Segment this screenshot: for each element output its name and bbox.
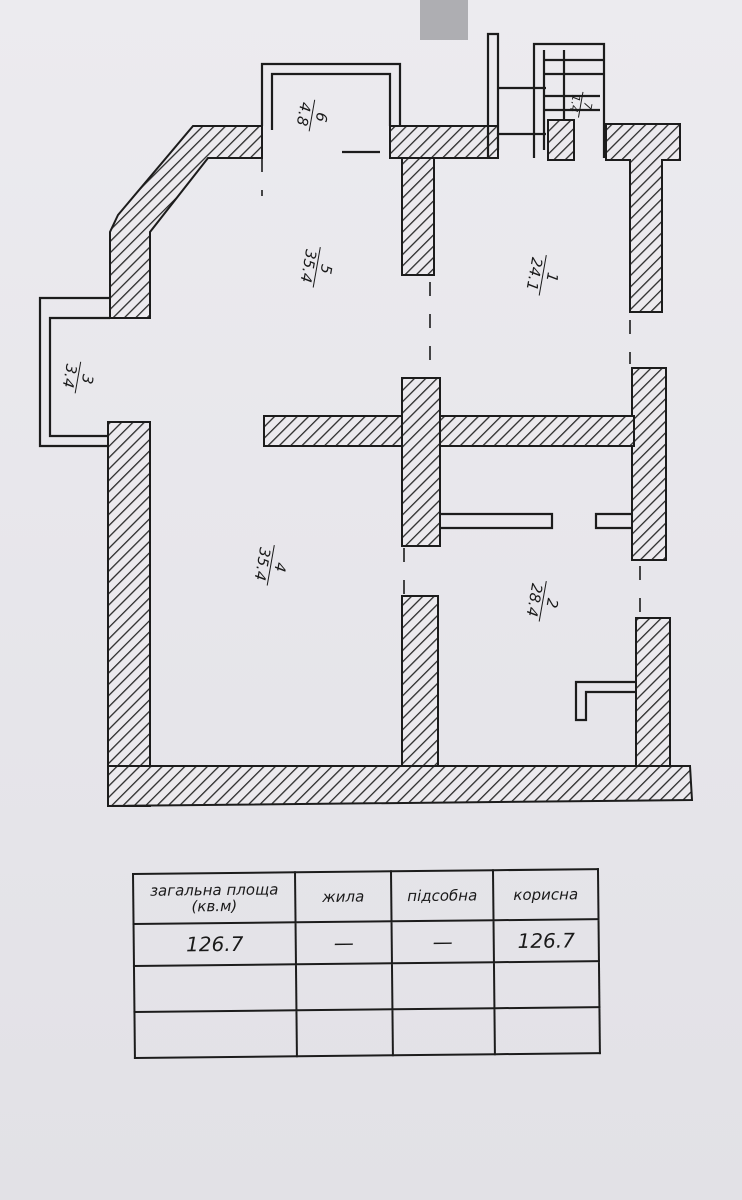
- wall-south: [107, 765, 694, 808]
- table-cell: [493, 961, 600, 1009]
- partition-stub: [594, 512, 632, 530]
- partition-stub: [440, 512, 554, 530]
- wall-northwest-diagonal: [109, 125, 263, 319]
- table-row: 126.7 — — 126.7: [133, 919, 599, 966]
- wall-interior-column: [401, 377, 441, 547]
- scan-smudge: [420, 0, 468, 40]
- header-useful: корисна: [492, 869, 599, 921]
- header-total-area: загальна площа (кв.м): [133, 872, 296, 924]
- walls: [107, 119, 694, 808]
- wall-divider-upper: [401, 157, 435, 276]
- floor-plan: [38, 0, 694, 808]
- table-cell: [295, 963, 393, 1011]
- room6-inner-outline: [270, 72, 392, 130]
- wall-west: [107, 421, 151, 807]
- table-row: [134, 1007, 600, 1058]
- cell-living: —: [295, 921, 392, 965]
- wall-east-upper: [605, 123, 681, 313]
- openings: [261, 158, 641, 616]
- table-cell: [391, 962, 495, 1010]
- table-cell: [392, 1008, 495, 1056]
- partition-top: [486, 32, 500, 158]
- partition-stub: [574, 680, 636, 722]
- wall-east-lower: [635, 617, 671, 777]
- stair-outline: [532, 42, 606, 158]
- wall-divider-lower: [401, 595, 439, 767]
- thin-partitions: [38, 32, 636, 722]
- cell-auxiliary: —: [391, 920, 494, 964]
- wall-top-middle: [389, 125, 499, 159]
- wall-east-middle: [631, 367, 667, 561]
- table-header-row: загальна площа (кв.м) жила підсобна кори…: [133, 869, 599, 924]
- wall-interior-horizontal: [263, 415, 635, 447]
- header-living: жила: [295, 871, 392, 923]
- table-cell: [133, 964, 297, 1012]
- wall-stair-block: [547, 119, 575, 161]
- room3-outline: [38, 296, 110, 448]
- header-auxiliary: підсобна: [390, 870, 494, 922]
- room3-inner-outline: [48, 316, 110, 438]
- table-row: [133, 961, 600, 1012]
- cell-useful: 126.7: [493, 919, 599, 963]
- cell-total-area: 126.7: [133, 922, 296, 966]
- area-summary-table: загальна площа (кв.м) жила підсобна кори…: [132, 868, 601, 1059]
- room6-outline: [260, 62, 402, 126]
- table-cell: [494, 1007, 600, 1055]
- table-cell: [296, 1009, 393, 1057]
- table-cell: [134, 1010, 297, 1058]
